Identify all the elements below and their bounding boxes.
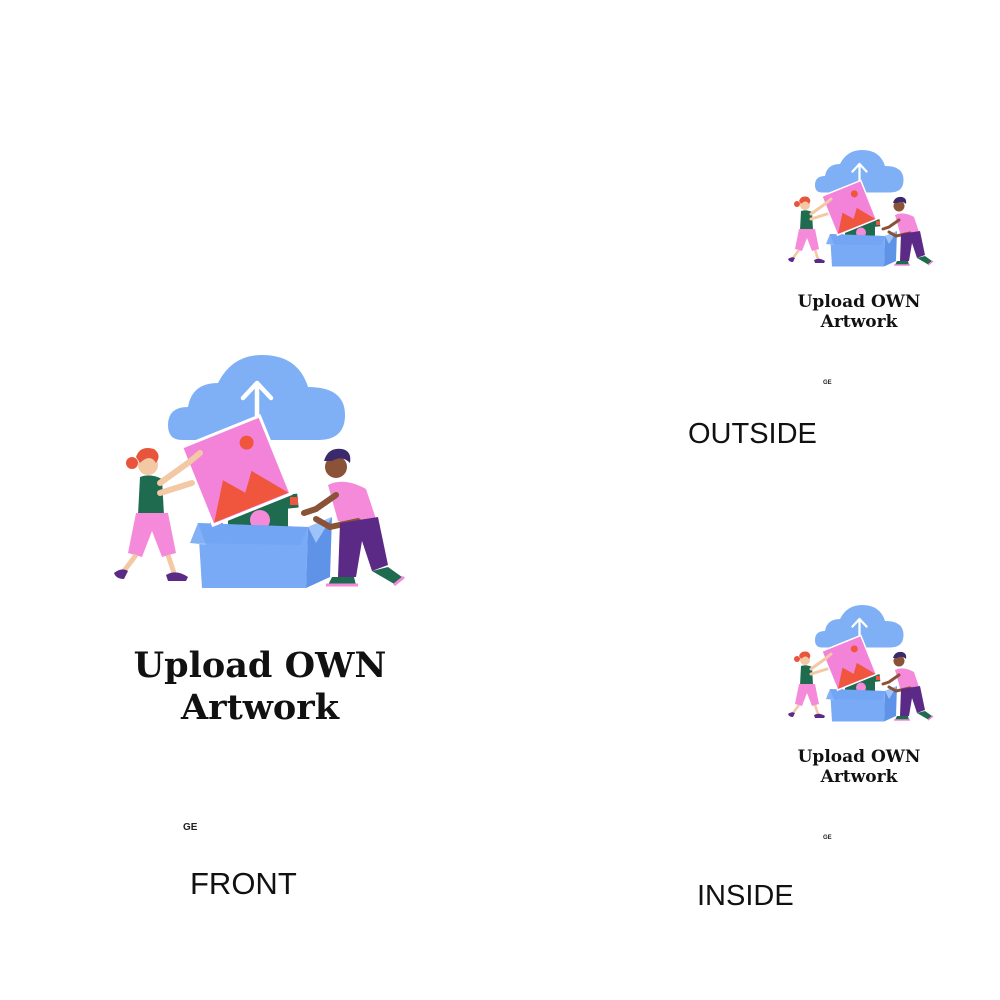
inside-tag: GE [823, 835, 832, 841]
inside-title: Upload OWN Artwork [779, 747, 939, 788]
inside-illustration [786, 600, 936, 725]
outside-label: OUTSIDE [688, 418, 817, 450]
front-illustration [110, 345, 410, 595]
outside-title: Upload OWN Artwork [779, 292, 939, 333]
outside-tag: GE [823, 380, 832, 386]
inside-label: INSIDE [697, 880, 794, 912]
front-title: Upload OWN Artwork [100, 645, 420, 729]
outside-illustration [786, 145, 936, 270]
outside-title-line2: Artwork [820, 312, 898, 333]
outside-title-line1: Upload OWN [797, 292, 921, 312]
front-label: FRONT [190, 866, 297, 901]
inside-title-line2: Artwork [820, 767, 898, 788]
front-title-line2: Artwork [181, 687, 339, 728]
front-title-line1: Upload OWN [133, 645, 387, 686]
inside-title-line1: Upload OWN [797, 747, 921, 767]
front-tag: GE [183, 822, 198, 833]
